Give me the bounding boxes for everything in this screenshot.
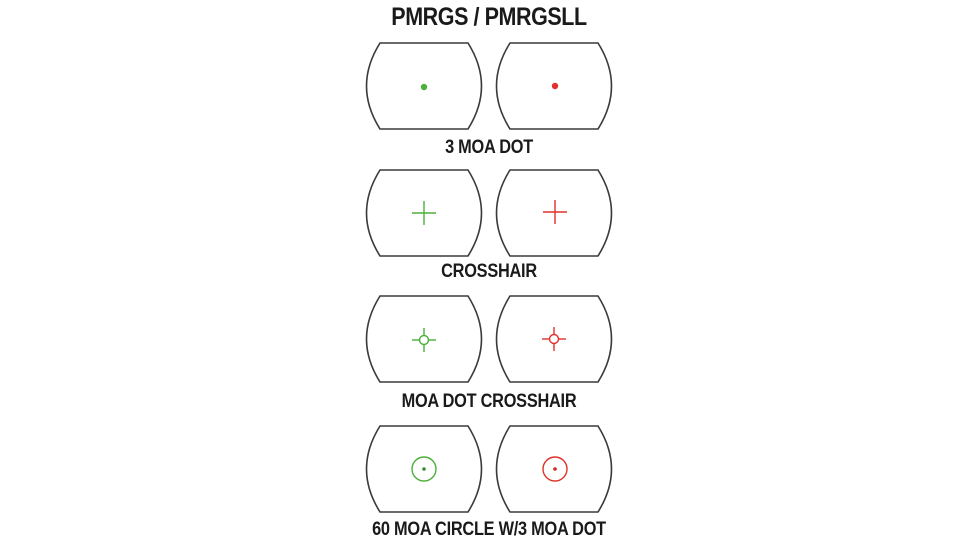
red-circle-dot-reticle-icon [542,456,568,482]
green-circle-crosshair-reticle-icon [412,328,436,352]
sight-window-green [365,425,483,513]
sight-window-red [495,425,613,513]
red-dot-reticle-icon [551,82,559,90]
red-circle-crosshair-reticle-icon [542,327,566,351]
reticle-label-60-moa-circle: 60 MOA CIRCLE W/3 MOA DOT [372,519,606,540]
sight-window-red [495,169,613,257]
sight-window-green [365,295,483,383]
diagram-title: PMRGS / PMRGSLL [391,3,587,31]
reticle-label-moa-dot-crosshair: MOA DOT CROSSHAIR [401,391,577,412]
row-3-moa-dot [365,42,613,130]
sight-window-red [495,295,613,383]
sight-window-green [365,42,483,130]
row-moa-dot-crosshair [365,295,613,383]
sight-window-red [495,42,613,130]
reticle-label-crosshair: CROSSHAIR [441,261,537,282]
row-60-moa-circle-dot [365,425,613,513]
sight-window-green [365,169,483,257]
red-crosshair-reticle-icon [543,200,567,224]
green-crosshair-reticle-icon [412,201,436,225]
reticle-label-3-moa-dot: 3 MOA DOT [445,137,533,158]
green-dot-reticle-icon [420,83,428,91]
green-circle-dot-reticle-icon [411,456,437,482]
row-crosshair [365,169,613,257]
